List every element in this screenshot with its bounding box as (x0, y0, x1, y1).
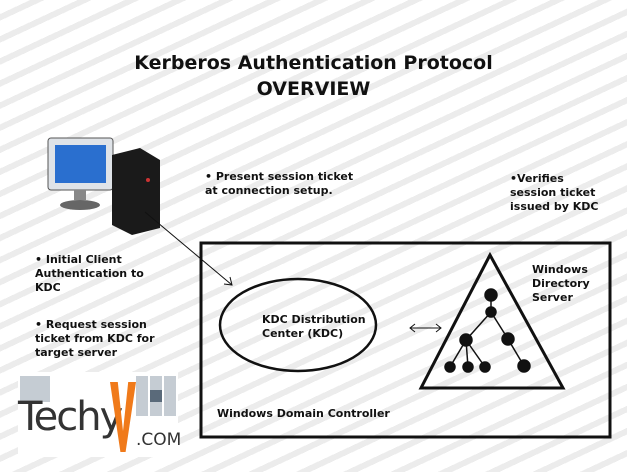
logo-text: Techy (18, 394, 123, 440)
techyv-logo: Techy .COM (18, 372, 182, 457)
note-initial-auth: • Initial Client Authentication to KDC (35, 253, 144, 294)
connector-arrow (144, 211, 233, 286)
note-present-ticket: • Present session ticket at connection s… (205, 170, 354, 197)
note-request-ticket: • Request session ticket from KDC for ta… (35, 318, 155, 359)
directory-label: Windows Directory Server (532, 263, 590, 304)
directory-triangle (418, 251, 566, 390)
note-verifies: •Verifies session ticket issued by KDC (510, 172, 599, 213)
diagram-title: Kerberos Authentication Protocol (134, 52, 493, 74)
kdc-label: KDC Distribution Center (KDC) (262, 313, 366, 340)
domain-controller-box (199, 241, 612, 439)
bidirectional-arrow-icon (409, 323, 442, 333)
diagram-subtitle: OVERVIEW (256, 78, 371, 100)
logo-suffix: .COM (136, 430, 182, 450)
directory-tree-icon (444, 288, 531, 373)
kdc-ellipse (218, 277, 378, 373)
computer-icon (47, 137, 160, 235)
domain-controller-label: Windows Domain Controller (217, 407, 390, 420)
